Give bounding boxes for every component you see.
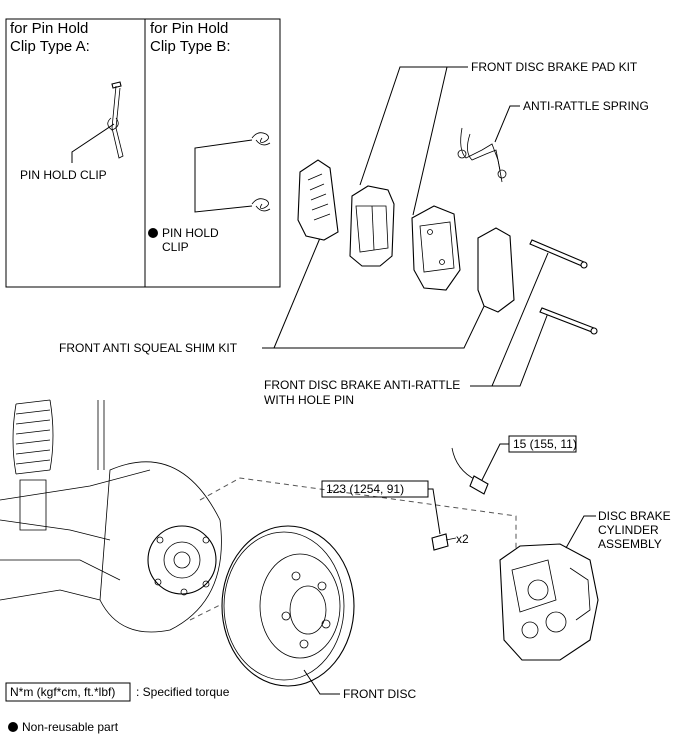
hole-pin-leader-b [492,312,549,387]
inset-border [5,18,281,288]
front-disc-label: FRONT DISC [343,687,416,701]
pin-hold-clip-type-a [107,81,124,159]
caliper-label-line3: ASSEMBLY [598,537,662,551]
brake-hose-union [451,447,489,495]
anti-squeal-shim-inner [477,227,515,313]
type-b-title-line1: for Pin Hold [150,20,228,37]
clip-type-inset: for Pin Hold Clip Type A: for Pin Hold C… [5,18,281,288]
bolt-quantity: x2 [456,532,469,546]
brake-pad-outer [349,185,395,267]
anti-rattle-spring [457,127,507,183]
shim-kit-leader-left [273,237,321,349]
hole-pin-label-line2: WITH HOLE PIN [264,393,354,407]
type-a-clip-label: PIN HOLD CLIP [20,168,107,182]
pad-kit-leader-b [412,66,468,216]
anti-rattle-spring-label: ANTI-RATTLE SPRING [523,99,649,113]
suspension-assembly [0,399,222,633]
torque-bolt-leader [428,488,441,535]
type-b-title-line2: Clip Type B: [150,38,231,55]
shim-kit-leader-right [262,299,488,349]
front-disc [221,525,355,687]
caliper-label-line2: CYLINDER [598,523,659,537]
torque-hose-value: 15 (155, 11) [513,437,577,451]
shim-kit-label: FRONT ANTI SQUEAL SHIM KIT [59,341,238,355]
non-reusable-dot [148,228,158,238]
hole-pin-label-line1: FRONT DISC BRAKE ANTI-RATTLE [264,378,460,392]
brake-pad-inner [411,205,461,291]
type-b-clip-label-line2: CLIP [162,240,189,254]
type-b-leader [194,139,253,213]
torque-hose-leader [481,443,509,481]
disc-brake-cylinder-assembly [499,543,599,661]
anti-rattle-pin-lower [539,307,598,335]
legend: N*m (kgf*cm, ft.*lbf) : Specified torque… [5,682,230,734]
type-a-title-line2: Clip Type A: [10,38,90,55]
caliper-label-line1: DISC BRAKE [598,509,671,523]
legend-non-reusable-dot [8,722,18,732]
pad-kit-label: FRONT DISC BRAKE PAD KIT [471,60,638,74]
front-disc-leader [303,669,340,695]
spring-leader [494,105,520,143]
legend-torque-box [5,682,131,702]
type-a-title-line1: for Pin Hold [10,20,88,37]
type-b-clip-label-line1: PIN HOLD [162,226,219,240]
pad-kit-leader-a [359,66,468,186]
anti-squeal-shim-outer [297,159,339,241]
anti-rattle-pin-upper [529,239,588,269]
legend-non-reusable-label: Non-reusable part [22,720,119,734]
caliper-mounting-bolt [431,533,457,551]
pin-hold-clip-type-b-upper [251,132,271,146]
torque-bolt-value: 123 (1254, 91) [326,482,404,496]
legend-torque-unit: N*m (kgf*cm, ft.*lbf) [10,685,115,699]
legend-torque-desc: : Specified torque [136,685,230,699]
type-a-leader [71,123,115,163]
pin-hold-clip-type-b-lower [251,198,271,212]
caliper-leader [565,515,596,549]
